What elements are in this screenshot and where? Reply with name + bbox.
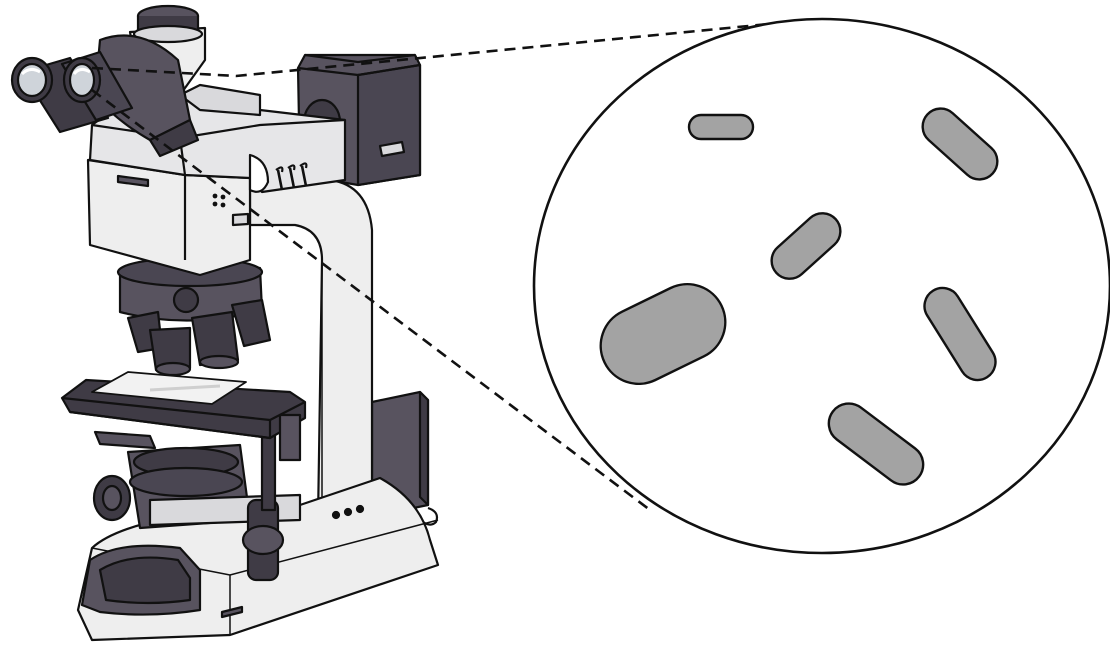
glass-slide [91, 371, 247, 405]
magnification-connector [91, 18, 811, 512]
objective-turret [116, 256, 272, 377]
magnifier-circle [532, 17, 1110, 555]
microscope-icon [10, 4, 440, 642]
bacterium-rod [921, 107, 999, 181]
eyepieces [10, 34, 200, 158]
focus-knobs [92, 418, 285, 582]
specimen-group [599, 107, 999, 486]
bacterium-rod [770, 212, 842, 280]
bacterium-rod [599, 282, 727, 386]
bacterium-rod [827, 402, 925, 486]
bacterium-rod [687, 113, 755, 141]
bacterium-rod [923, 286, 997, 382]
